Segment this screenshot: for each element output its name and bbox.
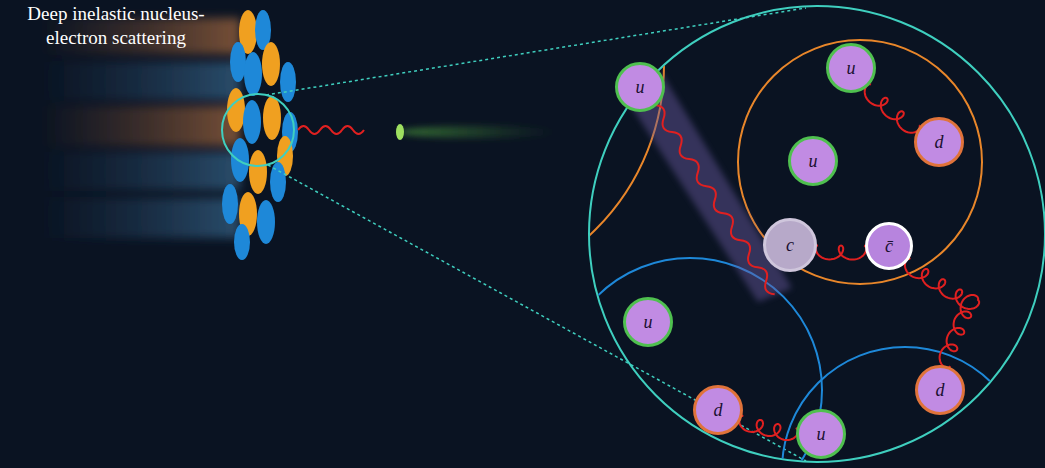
quark-circle: u	[826, 43, 876, 93]
quark-circle: u	[796, 409, 846, 459]
quark-circle: c̄	[865, 222, 913, 270]
photon-wave	[298, 126, 364, 134]
gluon-line	[905, 259, 979, 368]
quark-label: u	[644, 313, 653, 331]
nucleon-trails	[40, 18, 240, 238]
quark-label: u	[636, 78, 645, 96]
zoom-circle-small	[222, 94, 294, 166]
art-part	[738, 40, 982, 284]
nucleus	[222, 10, 298, 260]
zoom-circle-big	[589, 6, 1045, 462]
art-part	[40, 106, 240, 146]
quark-circle: c	[763, 218, 817, 272]
electron	[396, 124, 404, 140]
gluon-wave	[651, 102, 779, 297]
quark-label: d	[935, 133, 944, 151]
zoom-line	[266, 8, 806, 95]
gluon-line	[816, 245, 867, 259]
quark-label: d	[936, 381, 945, 399]
art-part	[200, 0, 664, 297]
quark-label: u	[847, 59, 856, 77]
quark-circle: u	[788, 136, 838, 186]
art-part	[40, 198, 240, 238]
art-part	[222, 184, 238, 224]
art-part	[243, 100, 261, 144]
art-part	[270, 162, 286, 202]
art-part	[263, 96, 281, 140]
art-part	[262, 42, 280, 86]
art-part	[40, 62, 240, 100]
quark-circle: u	[615, 62, 665, 112]
art-part	[230, 42, 246, 82]
quark-circle: d	[914, 117, 964, 167]
art-part	[782, 347, 1028, 468]
quark-circle: d	[693, 385, 743, 435]
electron-trail	[398, 126, 558, 138]
nucleon-boundaries	[200, 0, 1028, 468]
quark-label: c̄	[885, 237, 893, 255]
art-part	[40, 152, 240, 190]
quark-circle: d	[915, 365, 965, 415]
diagram-title: Deep inelastic nucleus-electron scatteri…	[0, 2, 232, 50]
art-part	[231, 138, 249, 182]
quark-label: c	[786, 236, 794, 254]
art-part	[249, 150, 267, 194]
quark-label: u	[809, 152, 818, 170]
art-part	[257, 200, 275, 244]
art-part	[244, 52, 262, 96]
quark-label: u	[817, 425, 826, 443]
quark-circle: u	[623, 297, 673, 347]
art-part	[280, 62, 296, 102]
art-part	[234, 224, 250, 260]
gluon-line	[739, 416, 798, 440]
quark-label: d	[714, 401, 723, 419]
art-part	[227, 88, 245, 132]
gluon-line	[865, 84, 920, 132]
